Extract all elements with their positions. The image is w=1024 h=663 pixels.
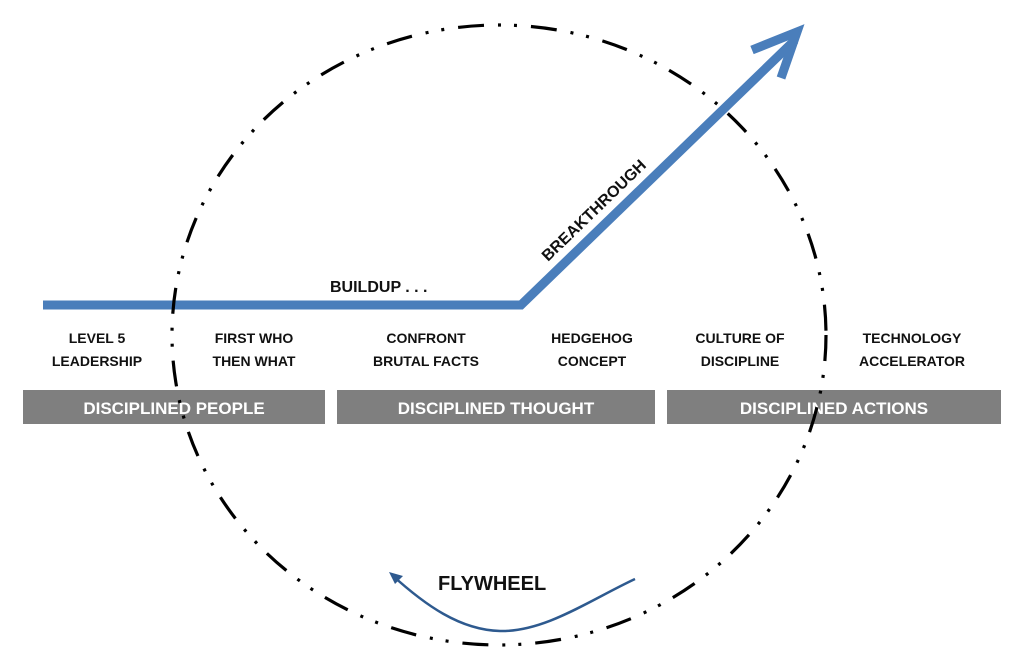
stage-line1: LEVEL 5	[69, 330, 126, 346]
stage-line2: THEN WHAT	[213, 353, 296, 369]
stage-line2: BRUTAL FACTS	[373, 353, 479, 369]
breakthrough-label: BREAKTHROUGH	[539, 157, 650, 265]
stage-line1: CONFRONT	[386, 330, 466, 346]
buildup-label: BUILDUP . . .	[330, 279, 428, 296]
band-disciplined-thought	[337, 390, 655, 424]
flywheel-rotation-arrow	[391, 574, 636, 633]
band-label-people: DISCIPLINED PEOPLE	[83, 399, 264, 418]
band-disciplined-actions	[667, 390, 1001, 424]
flywheel-label: FLYWHEEL	[438, 573, 546, 595]
stage-culture-of-discipline: CULTURE OF DISCIPLINE	[695, 330, 785, 369]
band-label-thought: DISCIPLINED THOUGHT	[398, 399, 595, 418]
flywheel-circle	[170, 23, 828, 647]
band-label-actions: DISCIPLINED ACTIONS	[740, 399, 928, 418]
stage-level-5-leadership: LEVEL 5 LEADERSHIP	[52, 330, 142, 369]
stage-line2: ACCELERATOR	[859, 353, 965, 369]
stage-line2: LEADERSHIP	[52, 353, 142, 369]
arrowhead-icon	[750, 24, 805, 80]
rotation-arrowhead-icon	[389, 572, 403, 584]
stage-line1: CULTURE OF	[695, 330, 785, 346]
stage-line1: HEDGEHOG	[551, 330, 633, 346]
band-disciplined-people	[23, 390, 325, 424]
stage-first-who-then-what: FIRST WHO THEN WHAT	[213, 330, 296, 369]
stage-line2: CONCEPT	[558, 353, 627, 369]
stage-line2: DISCIPLINE	[701, 353, 780, 369]
stage-hedgehog-concept: HEDGEHOG CONCEPT	[551, 330, 633, 369]
stage-line1: FIRST WHO	[215, 330, 294, 346]
stage-technology-accelerator: TECHNOLOGY ACCELERATOR	[859, 330, 965, 369]
buildup-breakthrough-arrow	[43, 36, 799, 310]
stage-line1: TECHNOLOGY	[863, 330, 962, 346]
stage-confront-brutal-facts: CONFRONT BRUTAL FACTS	[373, 330, 479, 369]
